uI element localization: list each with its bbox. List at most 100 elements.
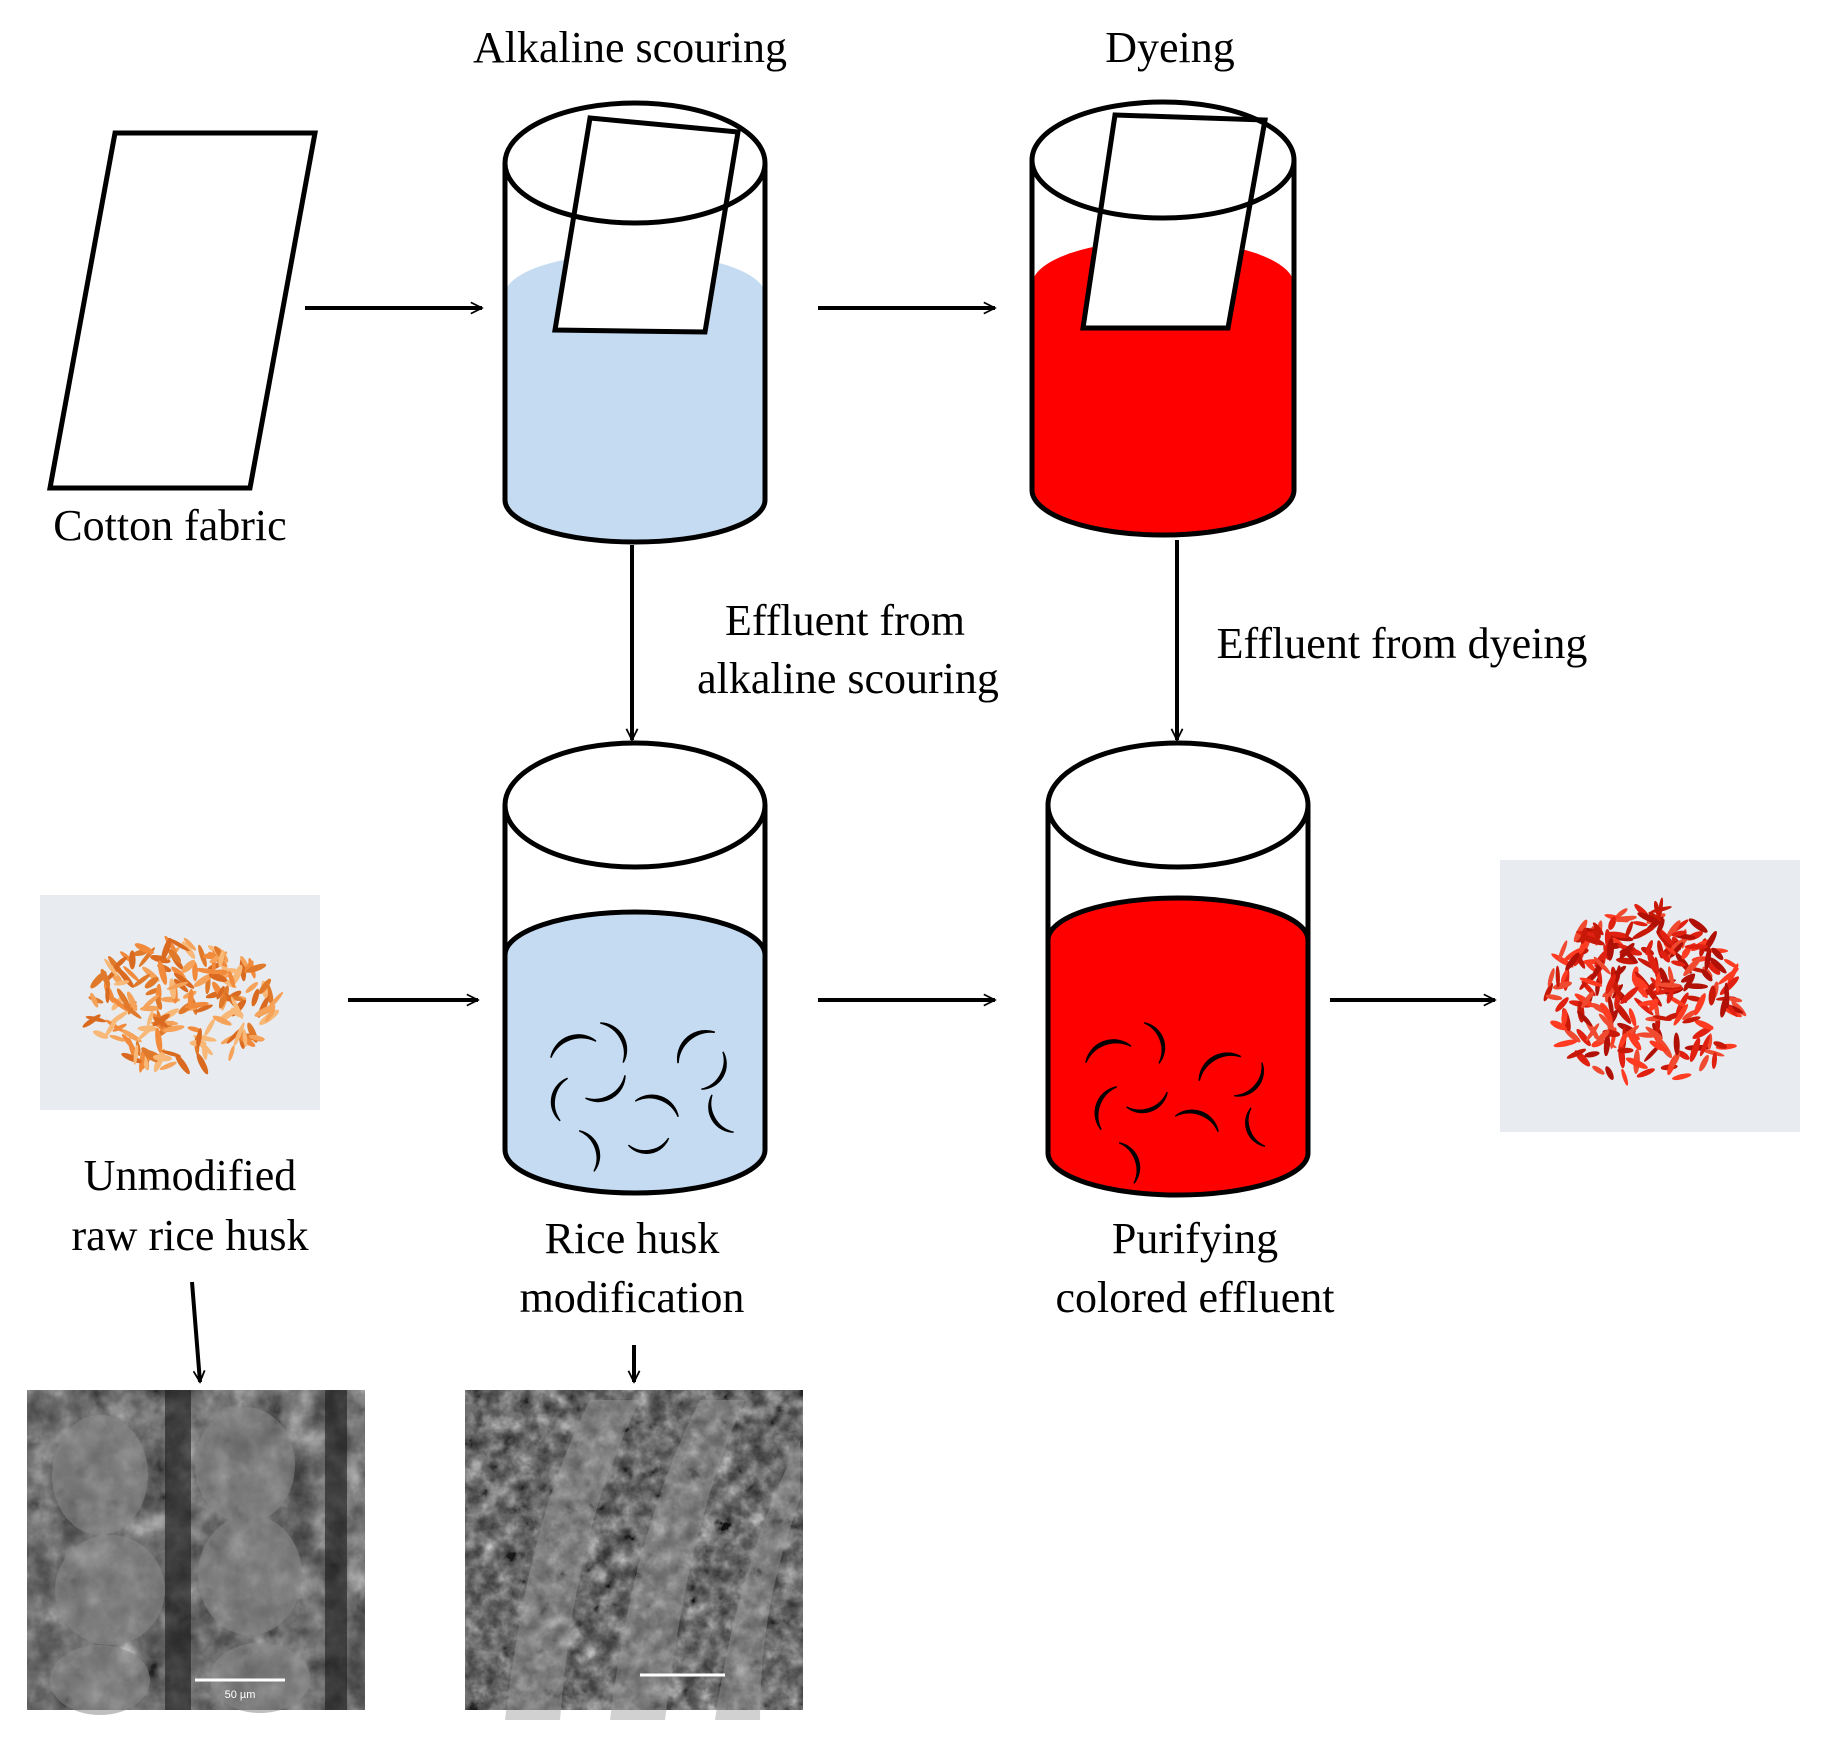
husk-grain xyxy=(162,1025,185,1033)
husk-grain xyxy=(1666,920,1681,939)
husk-grain xyxy=(112,1023,127,1032)
husk-grain xyxy=(1619,1033,1627,1048)
husk-grain xyxy=(1562,948,1581,963)
husk-grain xyxy=(1699,1034,1710,1057)
husk-grain xyxy=(1656,930,1672,949)
husk-grain xyxy=(1649,1040,1668,1052)
husk-grain xyxy=(1694,1019,1714,1030)
husk-grain xyxy=(1682,1010,1697,1021)
husk-grain xyxy=(1656,982,1681,988)
label-modification-line2: modification xyxy=(520,1273,745,1322)
husk-grain xyxy=(1708,985,1716,1006)
husk-grain xyxy=(1605,1066,1614,1080)
husk-grain xyxy=(1704,948,1712,971)
husk-grain xyxy=(133,1044,139,1065)
purifying-liquid xyxy=(1045,895,1311,1198)
label-unmodified-line2: raw rice husk xyxy=(71,1211,308,1260)
beaker-alkaline-scouring xyxy=(502,100,768,545)
husk-grain xyxy=(1688,918,1708,933)
husk-grain xyxy=(1615,1002,1632,1024)
husk-grain xyxy=(1606,937,1615,961)
husk-grain xyxy=(1578,937,1588,955)
husk-grain xyxy=(1631,975,1649,990)
husk-grain xyxy=(1579,977,1603,987)
husk-grain xyxy=(161,1050,182,1058)
husk-grain xyxy=(1677,1050,1690,1060)
husk-grain xyxy=(1627,1032,1642,1051)
husk-grain xyxy=(228,1045,235,1061)
husk-grain xyxy=(1647,951,1659,976)
husk-grain xyxy=(105,1018,118,1037)
husk-grain xyxy=(100,968,111,988)
husk-grain xyxy=(1634,997,1654,1016)
label-effluent-scouring-line1: Effluent from xyxy=(725,596,965,645)
husk-grain xyxy=(137,1025,158,1032)
husk-grain xyxy=(1673,1004,1689,1026)
husk-grain xyxy=(1565,952,1580,971)
husk-grain xyxy=(1555,997,1569,1012)
husk-grain xyxy=(1701,1048,1725,1057)
husk-grain xyxy=(173,972,195,989)
husk-grain xyxy=(134,943,154,955)
husk-grain xyxy=(1580,935,1605,946)
husk-grain xyxy=(123,1004,142,1019)
husk-grain xyxy=(1645,940,1653,956)
husk-grain xyxy=(1670,938,1688,950)
husk-grain xyxy=(184,1001,209,1009)
husk-grain xyxy=(1671,930,1687,937)
husk-grain xyxy=(1684,944,1708,950)
husk-grain xyxy=(1611,982,1623,998)
husk-grain xyxy=(254,1005,276,1017)
husk-grain xyxy=(1673,1032,1680,1056)
husk-grain xyxy=(150,954,171,964)
husk-grain xyxy=(168,948,181,963)
raw-husk-pile xyxy=(82,935,284,1075)
husk-grain xyxy=(187,1026,202,1033)
husk-grain xyxy=(113,956,127,969)
husk-grain xyxy=(1593,924,1601,940)
beaker-purifying xyxy=(1045,740,1311,1198)
husk-grain xyxy=(1711,1052,1717,1069)
label-purifying-line1: Purifying xyxy=(1112,1214,1278,1263)
husk-grain xyxy=(155,995,163,1010)
husk-grain xyxy=(1608,916,1617,930)
husk-grain xyxy=(155,1027,163,1053)
husk-grain xyxy=(230,996,243,1020)
husk-grain xyxy=(1660,950,1670,963)
label-dyeing: Dyeing xyxy=(1105,23,1235,72)
husk-grain xyxy=(1724,982,1730,1009)
husk-grain xyxy=(1555,965,1560,988)
husk-grain xyxy=(1584,1051,1600,1058)
husk-grain xyxy=(1682,1016,1701,1024)
husk-grain xyxy=(152,1054,173,1062)
label-unmodified-line1: Unmodified xyxy=(84,1151,297,1200)
husk-grain xyxy=(147,1010,154,1027)
husk-grain xyxy=(1711,947,1724,961)
husk-grain xyxy=(1656,918,1665,935)
husk-grain xyxy=(251,988,260,1007)
husk-grain xyxy=(1713,1041,1728,1049)
husk-grain xyxy=(128,1037,136,1059)
husk-grain xyxy=(128,950,136,970)
husk-grain xyxy=(1701,969,1713,982)
label-effluent-scouring-line2: alkaline scouring xyxy=(697,654,999,703)
husk-grain xyxy=(1552,981,1572,990)
label-alkaline-scouring: Alkaline scouring xyxy=(473,23,787,72)
husk-grain xyxy=(195,1004,213,1013)
husk-grain xyxy=(1632,921,1648,927)
label-cotton-fabric: Cotton fabric xyxy=(53,501,286,550)
husk-grain xyxy=(1670,1051,1680,1068)
husk-grain xyxy=(1683,956,1702,976)
husk-grain xyxy=(133,973,151,988)
husk-grain xyxy=(152,1013,170,1027)
husk-grain xyxy=(116,988,131,1009)
husk-grain xyxy=(144,976,159,989)
husk-grain xyxy=(1608,996,1614,1017)
husk-grain xyxy=(126,991,138,1012)
husk-grain xyxy=(105,986,110,1004)
husk-grain xyxy=(82,1014,101,1028)
husk-grain xyxy=(1709,957,1727,974)
husk-grain xyxy=(1707,961,1721,975)
